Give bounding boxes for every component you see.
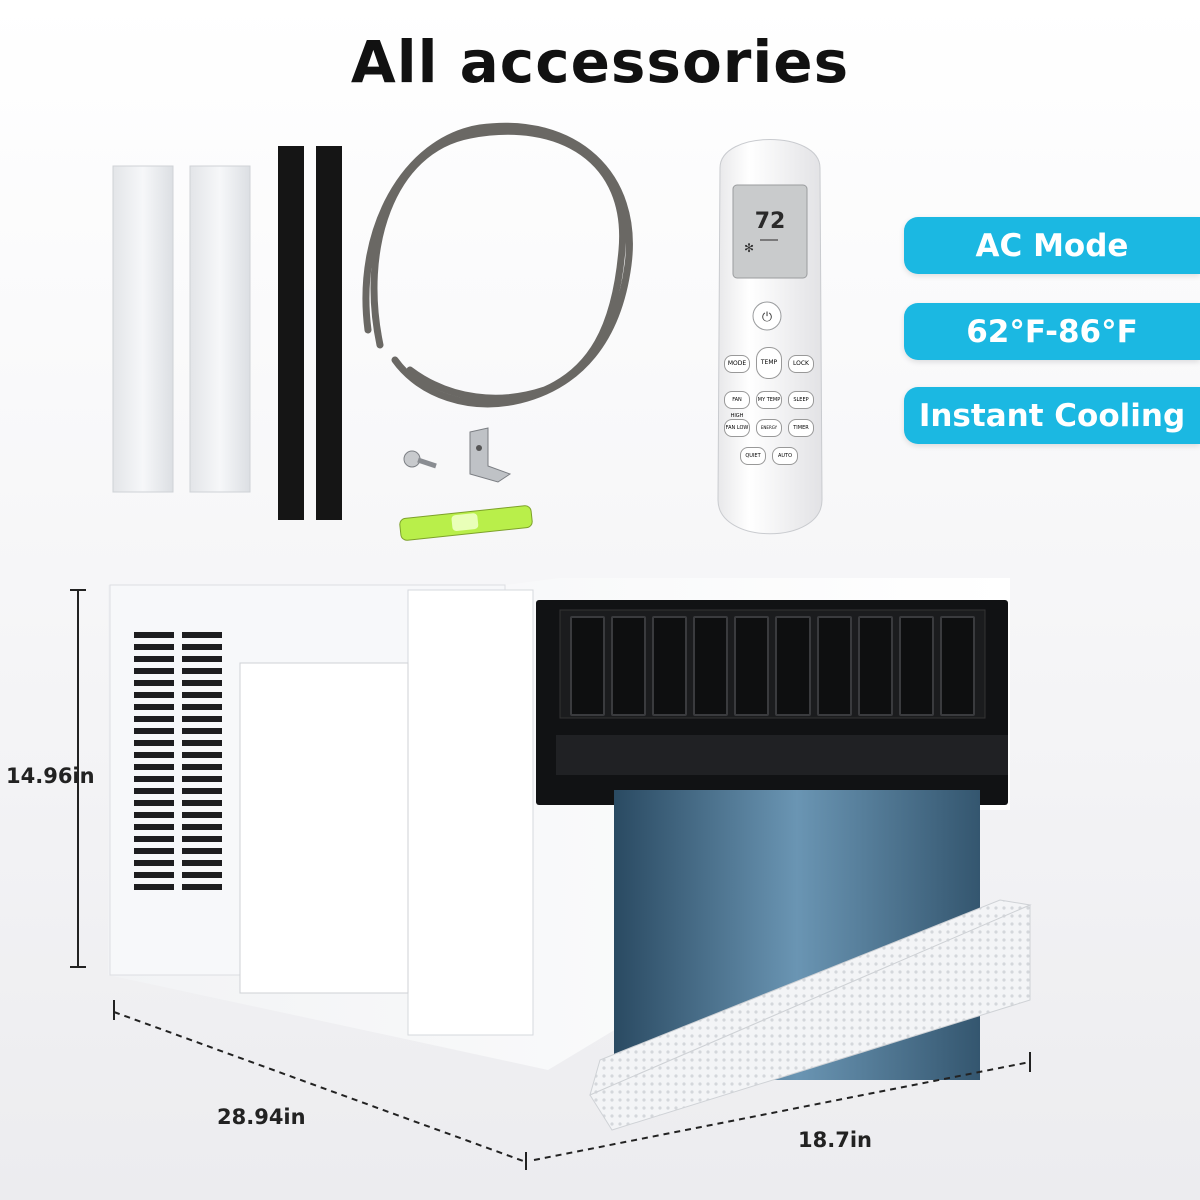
feature-badge-ac-mode: AC Mode [904,217,1200,274]
svg-text:✻: ✻ [744,241,754,255]
vent-slat [134,872,174,878]
dimension-depth: 28.94in [217,1105,306,1129]
dimension-width: 18.7in [798,1128,872,1152]
front-louvers [570,616,975,716]
remote-button-fan-low: FAN LOW [724,419,750,437]
louver-blade [775,616,811,716]
vent-slat [182,776,222,782]
vent-slat [182,872,222,878]
vent-slat [182,788,222,794]
vent-slat [182,656,222,662]
vent-slat [182,764,222,770]
vent-slat [134,764,174,770]
remote-button-quiet: QUIET [740,447,766,465]
vent-slat [182,800,222,806]
remote-button-sleep: SLEEP [788,391,814,409]
gasket-rope [362,122,633,408]
remote-button-energy-saver: ENERGY SAVER [756,419,782,437]
vent-slat [182,704,222,710]
louver-blade [693,616,729,716]
vent-slat [134,824,174,830]
remote-button-auto: AUTO [772,447,798,465]
remote-buttons: MODE TEMP LOCK FAN HIGH MY TEMP SLEEP FA… [722,347,818,473]
louver-blade [734,616,770,716]
vent-slat [134,728,174,734]
louver-blade [816,616,852,716]
vent-slat [182,644,222,650]
foam-strip-left [278,146,304,520]
vent-slat [182,668,222,674]
rear-vent-grid [134,632,226,894]
vent-slat [134,704,174,710]
vent-slat [182,632,222,638]
vent-slat [134,776,174,782]
vent-slat [182,680,222,686]
vent-slat [134,848,174,854]
vent-slat [134,800,174,806]
vent-slat [134,884,174,890]
vent-slat [182,740,222,746]
vent-slat [134,644,174,650]
remote-control: 72 ✻ ⏻ [717,139,823,535]
l-bracket [469,427,512,483]
vent-slat [182,824,222,830]
vent-slat [134,668,174,674]
vent-slat [182,860,222,866]
feature-badge-temp-range: 62°F-86°F [904,303,1200,360]
vent-slat [134,692,174,698]
remote-button-temp: TEMP [756,347,782,379]
vent-slat [182,812,222,818]
louver-blade [857,616,893,716]
side-panel-right [189,165,251,493]
foam-strip-right [316,146,342,520]
vent-slat [134,716,174,722]
vent-slat [134,752,174,758]
vent-slat [134,680,174,686]
vent-slat [182,752,222,758]
page-title: All accessories [350,28,850,96]
vent-slat [182,716,222,722]
remote-button-fan-high: FAN HIGH [724,391,750,419]
vent-slat [134,656,174,662]
feature-badge-instant-cooling: Instant Cooling [904,387,1200,444]
louver-blade [939,616,975,716]
vent-slat [182,692,222,698]
louver-blade [570,616,606,716]
remote-display-temp: 72 [755,209,786,234]
side-panel-left [112,165,174,493]
vent-slat [134,860,174,866]
remote-button-mode: MODE [724,355,750,373]
remote-button-my-temp: MY TEMP [756,391,782,409]
remote-button-timer: TIMER [788,419,814,437]
vent-slat [182,884,222,890]
vent-slat [182,836,222,842]
vent-slat [182,728,222,734]
screw [403,450,437,469]
vent-slat [134,836,174,842]
remote-button-lock: LOCK [788,355,814,373]
svg-text:⏻: ⏻ [762,310,772,325]
bubble-level [399,505,533,541]
dimension-height: 14.96in [6,764,95,788]
vent-slat [134,740,174,746]
louver-blade [898,616,934,716]
vent-slat [134,812,174,818]
vent-slat [134,632,174,638]
vent-slat [182,848,222,854]
louver-blade [652,616,688,716]
vent-slat [134,788,174,794]
louver-blade [611,616,647,716]
